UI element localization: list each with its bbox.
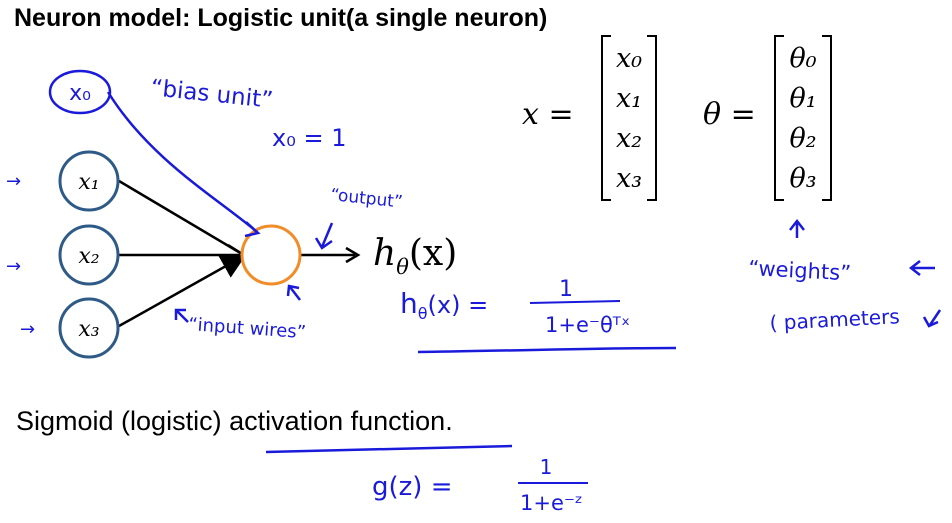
output-annotation-arrow [314,222,334,250]
node-x3-label: x₃ [78,317,99,342]
h-formula-underline [417,346,677,354]
vector-x-lhs: x = [522,97,574,132]
vector-theta-entry-3: θ₃ [789,163,816,194]
h-formula-lhs: hθ(x) = [400,287,488,323]
vector-theta-entry-0: θ₀ [789,43,816,74]
vector-theta-right-bracket [822,35,832,201]
bias-unit-label: x₀ [69,81,91,106]
slide-title: Neuron model: Logistic unit(a single neu… [14,4,548,32]
sigmoid-caption: Sigmoid (logistic) activation function. [16,406,453,437]
vector-theta-entry-1: θ₁ [789,83,816,114]
weights-up-arrow [789,218,805,238]
input-node-x3 [58,297,120,359]
activation-function-underline [265,444,513,454]
h-formula-numerator: 1 [559,277,573,302]
caption-text: Sigmoid (logistic) [16,406,230,436]
parameters-annotation: ( parameters [769,304,900,335]
vector-theta-entry-2: θ₂ [789,123,816,154]
g-formula-numerator: 1 [540,455,553,479]
g-formula-lhs: g(z) = [372,472,453,502]
input-arrow-1: → [6,171,21,192]
g-formula-denominator: 1+e⁻ᶻ [520,491,583,515]
neuron-pointer-arrow [286,284,301,301]
node-x2-label: x₂ [78,244,99,269]
wire-x1 [118,179,243,256]
input-wires-arrow [174,308,189,323]
h-formula-fraction-bar [529,300,621,304]
caption-activation-function: activation function [229,406,446,436]
input-arrow-2: → [6,256,21,277]
h-formula-denominator: 1+e⁻θᵀˣ [545,313,630,337]
bias-unit-annotation: “bias unit” [149,75,274,114]
input-node-x1 [58,150,120,212]
vector-x-right-bracket [647,35,657,201]
vector-x-entry-1: x₁ [616,83,642,114]
vector-x-entry-2: x₂ [616,123,642,154]
x0-equals-annotation: x₀ = 1 [272,124,346,152]
weights-annotation: “weights” [748,256,852,285]
output-annotation: “output” [329,185,403,212]
node-x1-label: x₁ [78,170,99,195]
vector-theta-lhs: θ = [703,97,756,132]
weights-left-arrow [908,260,935,276]
vector-theta-left-bracket [774,35,784,201]
input-node-x2 [58,224,120,286]
bias-wire-arrowhead [244,221,261,238]
neuron-node [240,224,302,286]
output-label: hθ(x) [373,233,457,279]
wire-x3 [118,254,247,328]
vector-x-entry-3: x₃ [616,163,642,194]
input-arrow-3: → [20,319,35,340]
caption-period: . [445,406,453,436]
vector-x-entry-0: x₀ [616,43,642,74]
bias-wire [106,91,258,233]
output-arrowhead [345,246,361,264]
vector-x-left-bracket [601,35,611,201]
input-wires-annotation: “input wires” [188,314,307,343]
bias-unit-node [48,69,112,115]
parameters-arrow [922,309,942,328]
